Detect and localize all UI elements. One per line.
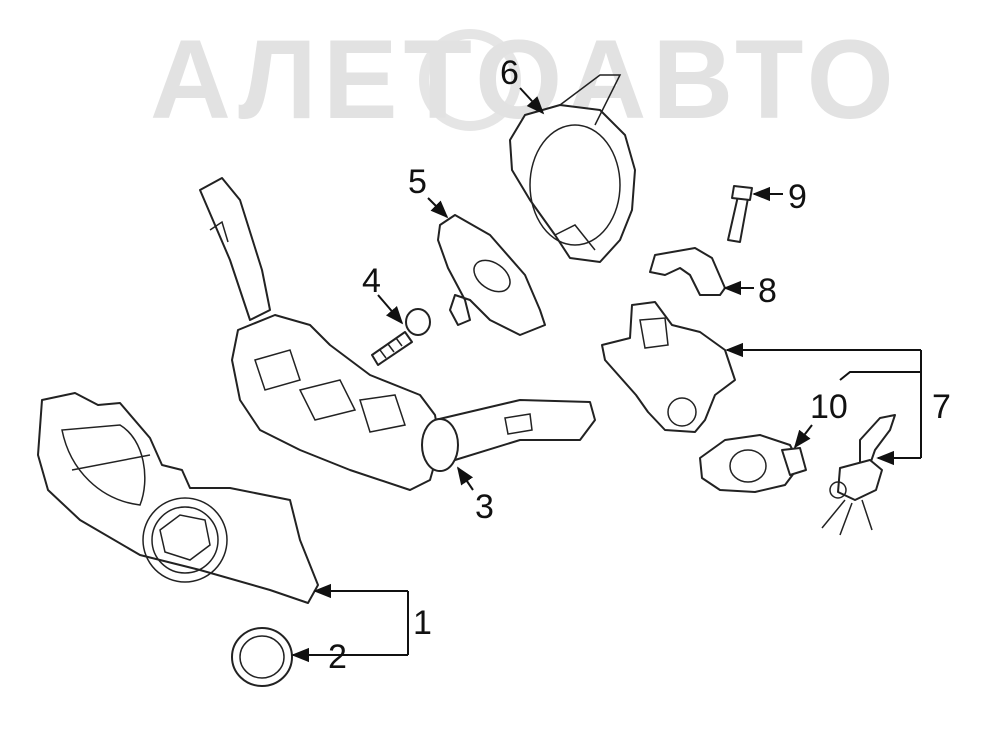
part-1-column-shroud (37, 392, 319, 604)
part-8-bracket (649, 247, 726, 296)
part-9-bolt (727, 185, 753, 243)
callout-3: 3 (475, 488, 494, 526)
callout-7: 7 (932, 388, 951, 426)
part-4-bolt (371, 308, 431, 366)
callout-9: 9 (788, 178, 807, 216)
callout-5: 5 (408, 163, 427, 201)
callout-8: 8 (758, 272, 777, 310)
part-6-clock-spring (509, 74, 636, 263)
part-7-ignition-lock (601, 301, 736, 433)
part-2-ring-cap (231, 627, 293, 687)
callout-6: 6 (500, 54, 519, 92)
keys-icon (821, 414, 896, 536)
part-10-immobilizer-ring (699, 434, 807, 493)
leader-lines (291, 87, 922, 663)
callout-4: 4 (362, 262, 381, 300)
callout-1: 1 (413, 604, 432, 642)
callout-2: 2 (328, 638, 347, 676)
callout-10: 10 (810, 388, 848, 426)
part-3-combination-switch (199, 177, 596, 491)
watermark-gear-icon (419, 29, 521, 131)
part-5-angle-sensor (437, 214, 546, 336)
